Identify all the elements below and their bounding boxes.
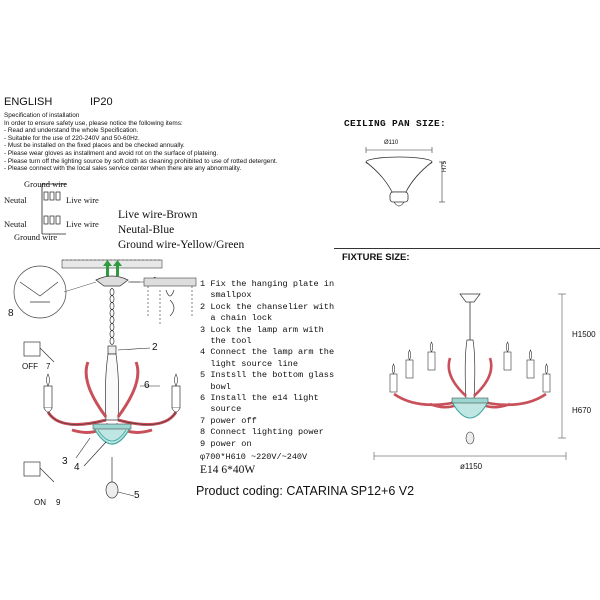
legend-live: Live wire-Brown xyxy=(118,209,198,221)
step-item: 5 Instsll the bottom glass xyxy=(200,370,335,381)
fix-arrows-icon xyxy=(103,260,122,276)
step-item: the tool xyxy=(210,336,252,347)
switch-off-icon xyxy=(23,341,55,363)
step-item: 3 Lock the lamp arm with xyxy=(200,324,324,335)
bulb-spec: E14 6*40W xyxy=(200,464,256,476)
spec-line: In order to ensure safety use, please no… xyxy=(4,119,183,127)
section-divider xyxy=(334,248,600,249)
switch-on-label: ON xyxy=(34,498,46,507)
callout-4: 4 xyxy=(74,462,80,473)
specification-block: Specification of installation In order t… xyxy=(4,112,277,173)
callout-2: 2 xyxy=(152,342,158,353)
step-item: light source line xyxy=(210,358,298,369)
ceiling-pan-diagram xyxy=(365,147,445,207)
language-label: ENGLISH xyxy=(4,96,53,108)
step-item: 1 Fix the hanging plate in xyxy=(200,279,335,289)
finial xyxy=(105,481,119,499)
spec-line: - Please connect with the local sales se… xyxy=(4,165,242,173)
wiring-lines xyxy=(41,183,66,235)
step-item: 6 Install the e14 light xyxy=(200,393,319,404)
spec-line: - Must be installed on the fixed places … xyxy=(4,142,185,150)
step-item: a chain lock xyxy=(210,313,273,324)
fixture-size-title: FIXTURE SIZE: xyxy=(342,252,410,263)
callout-8: 8 xyxy=(8,308,14,319)
step-item: smallpox xyxy=(210,290,252,301)
legend-neutal: Neutal-Blue xyxy=(118,224,175,236)
legend-ground: Ground wire-Yellow/Green xyxy=(118,239,245,251)
fixture-body-height: H670 xyxy=(572,406,592,415)
installation-steps: 1 Fix the hanging plate in smallpox 2 Lo… xyxy=(200,279,334,450)
ground-wire-label: Ground wire xyxy=(24,179,68,189)
step-item: 9 power on xyxy=(200,438,252,449)
neutal-label: Neutal xyxy=(4,195,27,205)
candle-sockets xyxy=(43,373,181,413)
ceiling-pan-title: CEILING PAN SIZE: xyxy=(344,118,447,129)
step-item: bowl xyxy=(210,381,231,392)
product-coding: Product coding: CATARINA SP12+6 V2 xyxy=(196,484,415,498)
fixture-size-diagram xyxy=(373,293,567,460)
spec-line: - Read and understand the whole Specific… xyxy=(4,127,139,135)
switch-off-label: OFF xyxy=(22,362,38,371)
center-stem xyxy=(104,353,120,421)
canopy xyxy=(95,275,129,287)
spec-line: - Please turn off the lighting source by… xyxy=(4,157,278,165)
callout-5: 5 xyxy=(134,490,140,501)
step-item: 8 Connect lighting power xyxy=(200,427,324,438)
callout-6: 6 xyxy=(144,380,150,391)
step-item: source xyxy=(210,404,242,415)
switch-on-icon xyxy=(23,461,55,483)
wiring-diagram: Ground wire Neutal Live wire Neutal Live… xyxy=(4,176,114,242)
fixture-diameter: ø1150 xyxy=(460,462,483,471)
glass-bowl xyxy=(92,427,132,445)
spec-line: - Please wear gloves as installment and … xyxy=(4,149,219,157)
ceiling-pan-diameter: Ø110 xyxy=(384,140,399,146)
live-wire-label: Live wire xyxy=(66,219,99,229)
spec-title: Specification of installation xyxy=(4,112,80,119)
dimension-voltage: φ700*H610 ~220V/~240V xyxy=(200,452,308,462)
callout-3: 3 xyxy=(62,456,68,467)
ceiling-block xyxy=(61,259,163,269)
switch-on-number: 9 xyxy=(56,498,61,507)
step-item: 4 Connect the lamp arm the xyxy=(200,347,335,358)
chain xyxy=(109,288,115,345)
step-item: 7 power off xyxy=(200,415,257,426)
neutal-label: Neutal xyxy=(4,219,27,229)
step-item: 2 Lock the chanselier with xyxy=(200,301,335,312)
ip-rating: IP20 xyxy=(90,96,113,108)
ceiling-pan-height: H75 xyxy=(442,160,448,172)
fixture-total-height: H1500 xyxy=(572,330,596,339)
installation-illustration xyxy=(13,259,181,499)
step-detail-diagram xyxy=(143,277,197,324)
zoom-detail-circle xyxy=(13,265,67,319)
switch-off-number: 7 xyxy=(46,362,51,371)
ground-wire-label: Ground wire xyxy=(14,232,58,242)
wire-color-legend: Live wire-Brown Neutal-Blue Ground wire-… xyxy=(118,208,244,253)
spec-line: - Suitable for the use of 220-240V and 5… xyxy=(4,134,140,142)
live-wire-label: Live wire xyxy=(66,195,99,205)
